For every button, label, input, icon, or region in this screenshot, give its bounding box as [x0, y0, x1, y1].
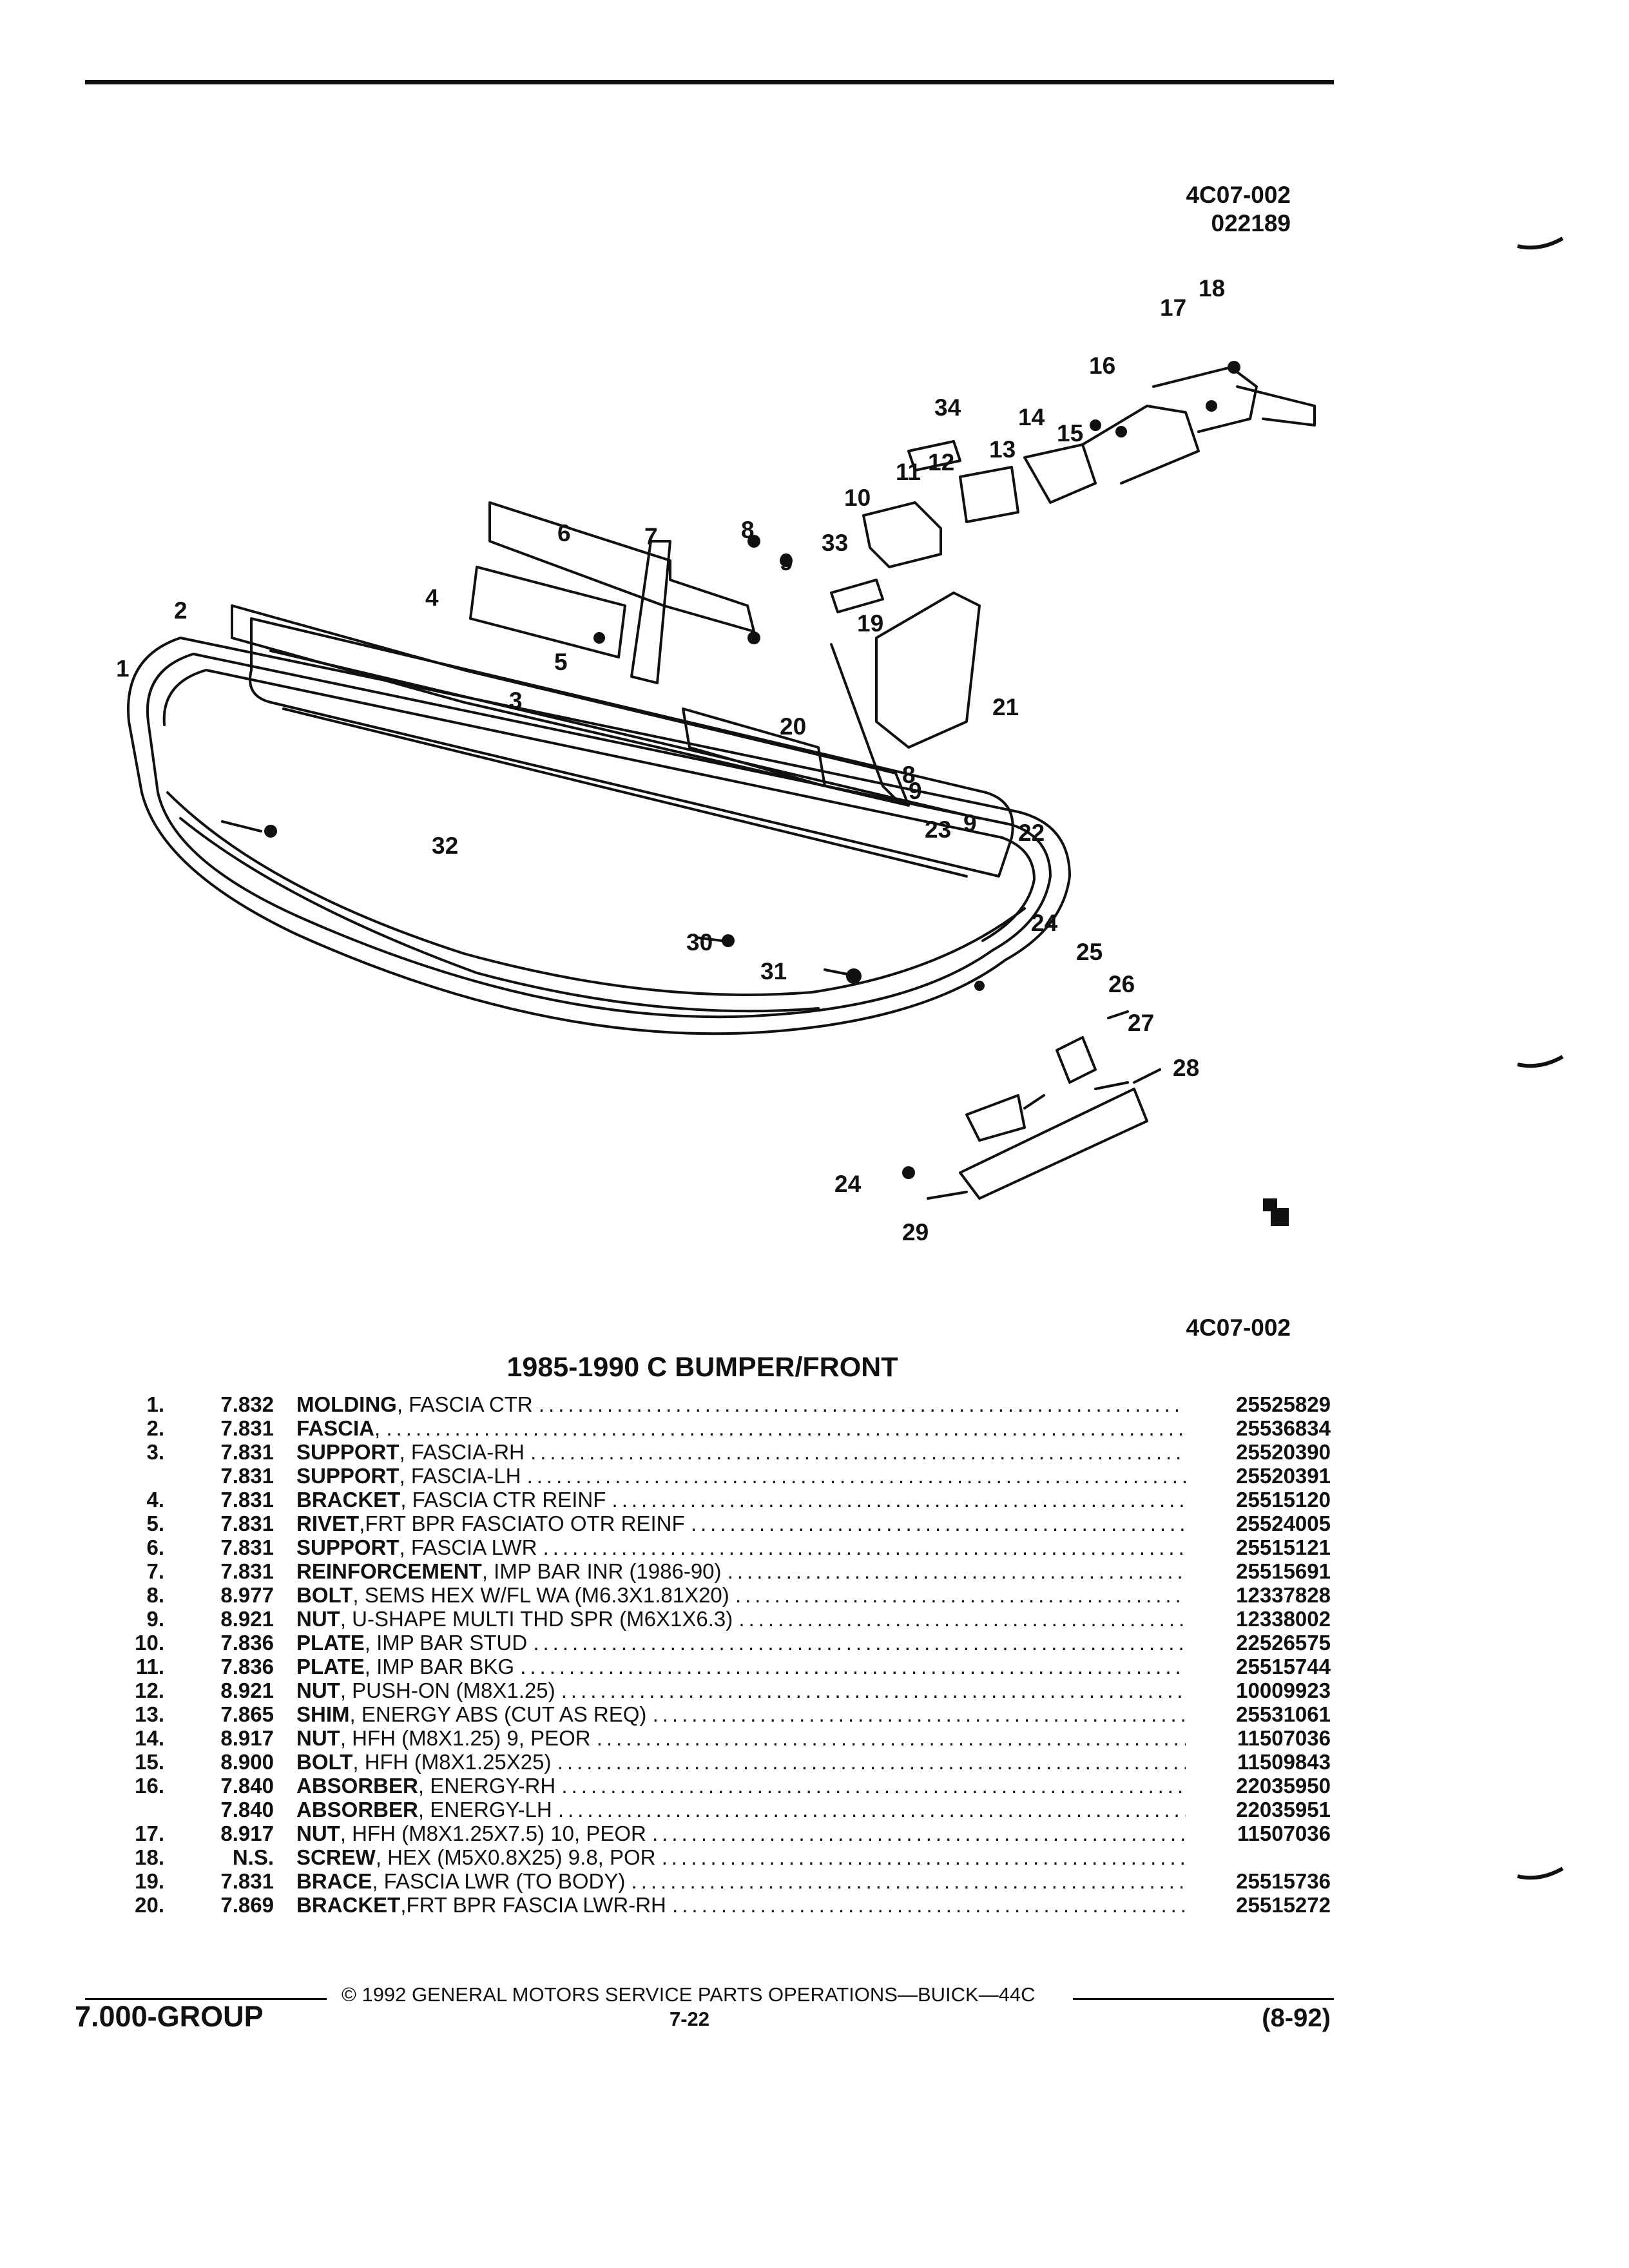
svg-text:19: 19: [857, 610, 883, 637]
binding-mark-bottom: [1517, 1867, 1564, 1880]
binding-mark-middle: [1517, 1055, 1564, 1068]
parts-row: 7.831 SUPPORT, FASCIA-LH ...............…: [220, 1464, 1331, 1488]
svg-text:9: 9: [780, 549, 793, 575]
svg-text:4: 4: [425, 584, 439, 611]
svg-text:11: 11: [896, 459, 921, 485]
svg-text:6: 6: [557, 520, 571, 546]
parts-row: 6.7.831 SUPPORT, FASCIA LWR ............…: [146, 1535, 1331, 1559]
parts-row: 15.8.900 BOLT, HFH (M8X1.25X25) ........…: [135, 1750, 1331, 1774]
parts-row: 18.N.S. SCREW, HEX (M5X0.8X25) 9.8, POR …: [135, 1845, 1186, 1869]
parts-row: 13.7.865 SHIM, ENERGY ABS (CUT AS REQ) .…: [135, 1702, 1331, 1726]
chevrolet-bowtie-like-mark-icon: [1263, 1198, 1289, 1226]
svg-text:14: 14: [1018, 404, 1045, 430]
svg-text:21: 21: [992, 694, 1019, 720]
svg-text:30: 30: [686, 929, 713, 956]
svg-text:2: 2: [174, 597, 188, 624]
parts-row: 1.7.832 MOLDING, FASCIA CTR ............…: [146, 1392, 1331, 1416]
svg-text:28: 28: [1173, 1055, 1199, 1081]
svg-text:16: 16: [1089, 352, 1115, 379]
parts-row: 3.7.831 SUPPORT, FASCIA-RH .............…: [146, 1440, 1331, 1464]
footer-rule-left: [85, 1998, 327, 2000]
binding-mark-top: [1517, 236, 1564, 250]
svg-text:9: 9: [909, 778, 922, 804]
svg-text:22: 22: [1018, 820, 1045, 846]
parts-row: 9.8.921 NUT, U-SHAPE MULTI THD SPR (M6X1…: [146, 1607, 1331, 1631]
page-number: 7-22: [669, 2008, 710, 2030]
svg-text:20: 20: [780, 713, 806, 740]
revision-date: (8-92): [1262, 2004, 1331, 2032]
svg-text:8: 8: [902, 762, 916, 788]
svg-text:33: 33: [822, 530, 848, 556]
parts-row: 7.840 ABSORBER, ENERGY-LH ..............…: [220, 1798, 1331, 1821]
figure-id: 4C07-002: [1186, 182, 1291, 208]
svg-text:24: 24: [834, 1171, 862, 1197]
parts-row: 20.7.869 BRACKET,FRT BPR FASCIA LWR-RH .…: [135, 1893, 1331, 1917]
parts-row: 4.7.831 BRACKET, FASCIA CTR REINF ......…: [146, 1488, 1331, 1512]
bracket-reinf: [469, 566, 626, 658]
svg-text:5: 5: [554, 649, 568, 675]
parts-row: 7.7.831 REINFORCEMENT, IMP BAR INR (1986…: [146, 1559, 1331, 1583]
svg-text:24: 24: [1031, 910, 1058, 936]
parts-row: 16.7.840 ABSORBER, ENERGY-RH ...........…: [135, 1774, 1331, 1798]
svg-text:7: 7: [644, 523, 658, 550]
footer-rule-right: [1073, 1998, 1334, 2000]
group-label: 7.000-GROUP: [75, 2000, 264, 2033]
parts-row: 17.8.917 NUT, HFH (M8X1.25X7.5) 10, PEOR…: [135, 1821, 1331, 1845]
bottom-figure-id: 4C07-002: [1186, 1314, 1291, 1341]
svg-text:17: 17: [1160, 294, 1186, 321]
svg-text:29: 29: [902, 1219, 929, 1245]
lower-shield: [875, 591, 981, 749]
parts-row: 19.7.831 BRACE, FASCIA LWR (TO BODY) ...…: [135, 1869, 1331, 1893]
support-fascia: [231, 604, 910, 807]
svg-text:10: 10: [844, 485, 871, 511]
svg-text:13: 13: [989, 436, 1016, 463]
svg-text:8: 8: [741, 517, 755, 543]
support-lower: [488, 501, 755, 633]
parts-row: 8.8.977 BOLT, SEMS HEX W/FL WA (M6.3X1.8…: [146, 1583, 1331, 1607]
parts-row: 12.8.921 NUT, PUSH-ON (M8X1.25) ........…: [135, 1678, 1331, 1702]
parts-row: 14.8.917 NUT, HFH (M8X1.25) 9, PEOR ....…: [135, 1726, 1331, 1750]
svg-text:26: 26: [1108, 971, 1135, 997]
svg-text:32: 32: [432, 832, 458, 859]
svg-text:9: 9: [963, 810, 977, 836]
top-rule: [85, 80, 1334, 84]
figure-date: 022189: [1211, 210, 1291, 236]
parts-row: 5.7.831 RIVET,FRT BPR FASCIATO OTR REINF…: [146, 1512, 1331, 1535]
energy-absorber: [1023, 443, 1097, 504]
exploded-bumper-diagram: 1 2 3 4 5 6 7 8 9 10 11 12 13 14 15 16 1…: [116, 275, 1316, 1245]
section-title: 1985-1990 C BUMPER/FRONT: [506, 1352, 898, 1383]
side-lamp: [959, 1088, 1148, 1200]
copyright-line: © 1992 GENERAL MOTORS SERVICE PARTS OPER…: [342, 1983, 1036, 2006]
svg-text:15: 15: [1057, 420, 1083, 447]
svg-text:31: 31: [760, 958, 787, 985]
svg-text:1: 1: [116, 655, 130, 682]
svg-text:23: 23: [925, 816, 951, 843]
parts-row: 10.7.836 PLATE, IMP BAR STUD ...........…: [135, 1631, 1331, 1655]
fascia-outline: [127, 637, 1071, 1035]
svg-text:25: 25: [1076, 939, 1103, 965]
parts-row: 2.7.831 FASCIA, ........................…: [146, 1416, 1331, 1440]
svg-text:18: 18: [1199, 275, 1225, 302]
svg-text:34: 34: [934, 394, 961, 421]
svg-text:3: 3: [509, 687, 523, 714]
svg-text:27: 27: [1128, 1010, 1154, 1036]
svg-text:12: 12: [928, 449, 954, 476]
parts-row: 11.7.836 PLATE, IMP BAR BKG ............…: [135, 1655, 1331, 1678]
